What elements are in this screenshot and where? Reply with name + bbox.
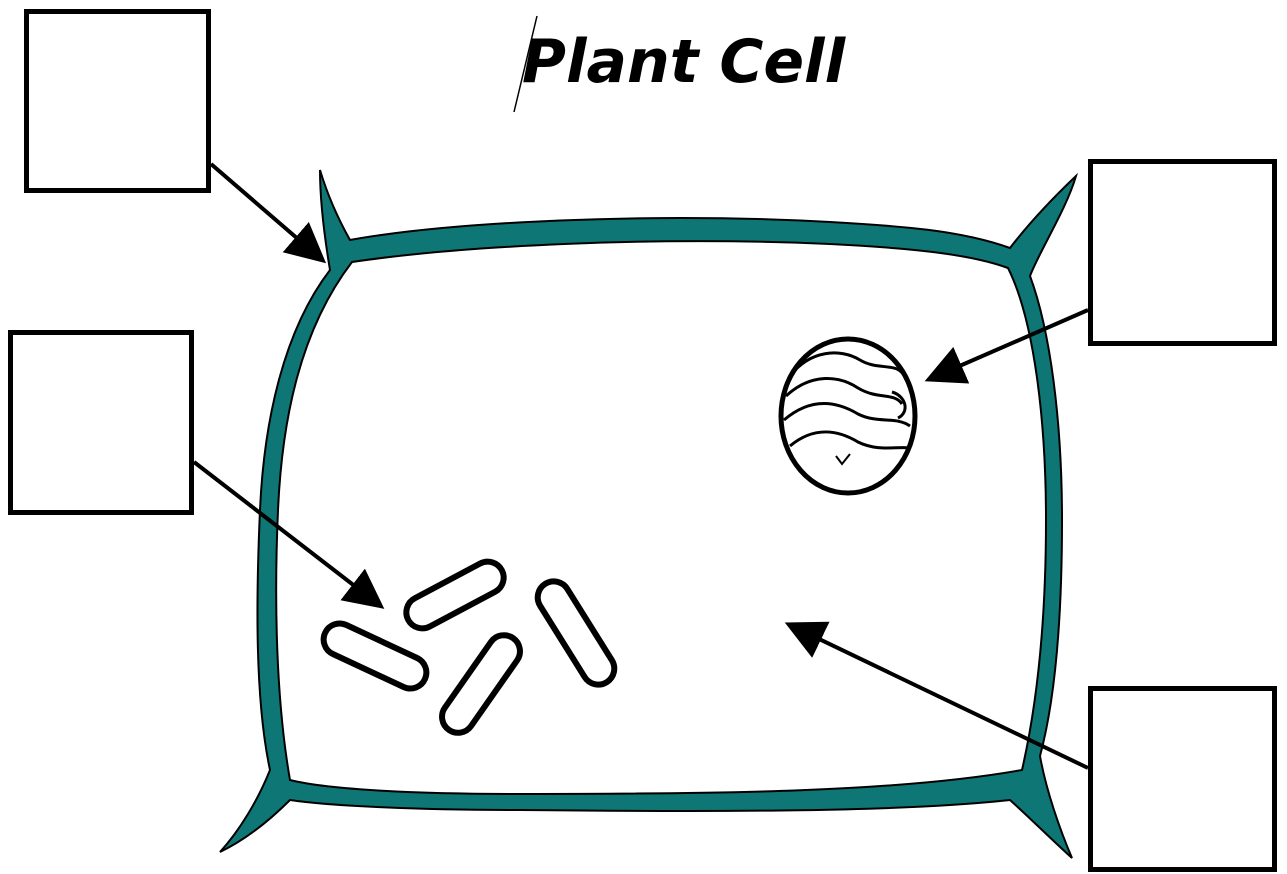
label-box-cell-wall[interactable] xyxy=(24,9,211,193)
cell-wall xyxy=(220,170,1076,858)
page-title: Plant Cell xyxy=(522,22,845,102)
label-box-organelles[interactable] xyxy=(8,330,194,515)
arrow-to-cell-wall xyxy=(211,164,320,258)
label-box-cytoplasm[interactable] xyxy=(1088,686,1277,872)
label-box-nucleus[interactable] xyxy=(1088,159,1277,346)
nucleus xyxy=(781,339,915,493)
